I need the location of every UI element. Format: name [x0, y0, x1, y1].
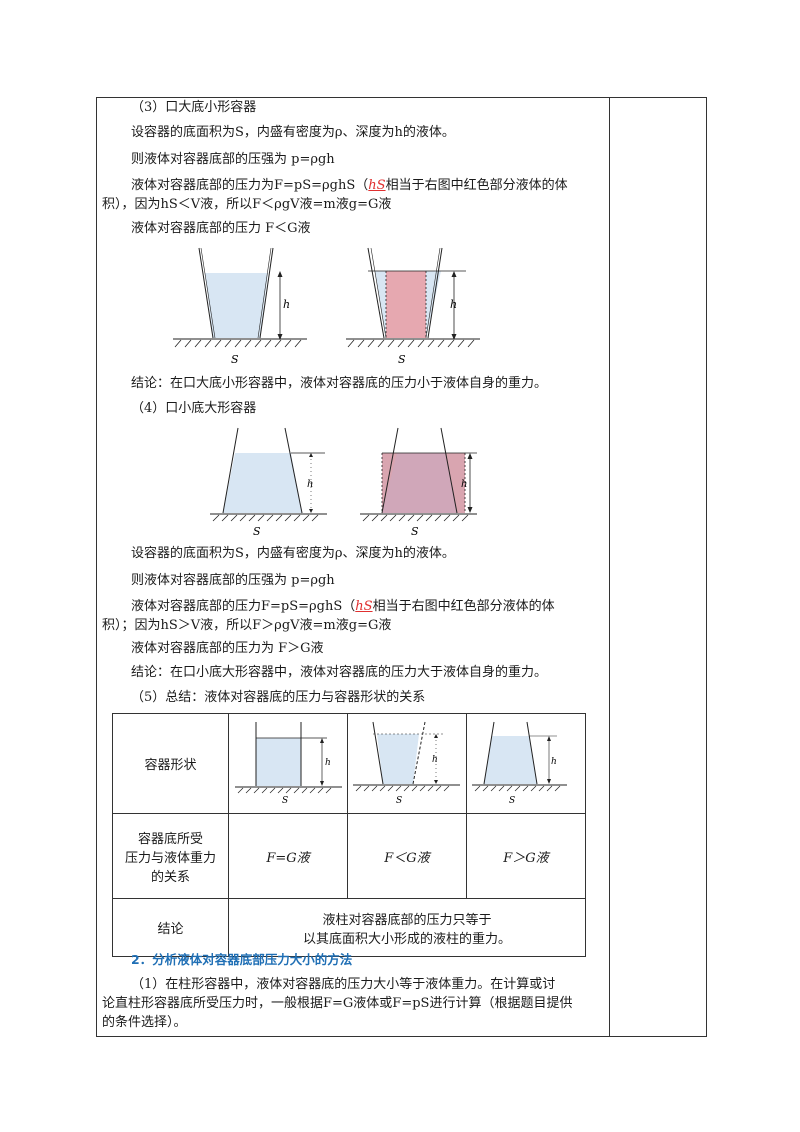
cell-relation-equal: F=G液 [228, 813, 348, 899]
sec3-line3-text: 液体对容器底部的压力为F=pS=ρghS（ [131, 178, 369, 193]
sec4-line1: 设容器的底面积为S，内盛有密度为ρ、深度为h的液体。 [131, 546, 455, 561]
row-label-line: 的关系 [151, 869, 191, 885]
part2-heading: 2．分析液体对容器底部压力大小的方法 [131, 952, 353, 967]
row-label-line: 容器底所受 [138, 831, 204, 847]
sec4-conclusion: 结论：在口小底大形容器中，液体对容器底的压力大于液体自身的重力。 [131, 665, 548, 680]
sec4-title: （4）口小底大形容器 [131, 401, 257, 416]
conclusion-line: 以其底面积大小形成的液柱的重力。 [303, 931, 512, 947]
table-row: 结论 液柱对容器底部的压力只等于 以其底面积大小形成的液柱的重力。 [111, 898, 586, 957]
base-label: S [231, 353, 239, 366]
base-label: S [509, 796, 515, 806]
container-wall-left [483, 721, 495, 785]
row-label-shape: 容器形状 [111, 713, 230, 814]
cell-shape-cylinder: h S [228, 713, 348, 814]
row-label-conclusion: 结论 [111, 898, 230, 957]
height-label: h [450, 298, 457, 311]
part2-line2: 论直柱形容器底所受压力时，一般根据F=G液体或F=pS进行计算（根据题目提供 [102, 996, 573, 1011]
table-row: 容器底所受 压力与液体重力 的关系 F=G液 F＜G液 F＞G液 [111, 813, 587, 899]
page-frame [96, 97, 707, 1037]
container-wall-right [412, 721, 426, 785]
base-label: S [282, 796, 288, 806]
ground-hatch [347, 339, 475, 348]
ground-hatch [362, 514, 469, 522]
container-wall-left [372, 721, 384, 785]
sec4-hs-red: hS [355, 599, 373, 614]
table-row: 容器形状 h S [111, 713, 587, 814]
part2-line1: （1）在柱形容器中，液体对容器底的压力大小等于液体重力。在计算或讨 [131, 977, 556, 992]
sec3-line3-text-b: 相当于右图中红色部分液体的体 [385, 178, 568, 193]
sec3-title: （3）口大底小形容器 [131, 100, 257, 115]
container-wall-right [427, 247, 443, 339]
height-label: h [307, 479, 313, 490]
figure-wide-top-small: h S [353, 721, 461, 806]
liquid-fill [205, 273, 268, 338]
figure-narrow-top-red: h S [360, 427, 477, 538]
cell-shape-wide-top: h S [347, 713, 467, 814]
sec5-title: （5）总结：液体对容器底的压力与容器形状的关系 [131, 690, 426, 705]
cell-relation-greater: F＞G液 [465, 813, 587, 899]
figure-wide-top-red: h S [346, 247, 480, 366]
liquid-fill [223, 453, 302, 513]
height-label: h [325, 758, 331, 768]
container-wall-left [367, 247, 385, 339]
height-label: h [432, 755, 438, 765]
container-wall-right [526, 721, 538, 785]
cell-relation-less: F＜G液 [347, 813, 467, 899]
column-divider [609, 97, 610, 1037]
sec4-line3-text-b: 相当于右图中红色部分液体的体 [372, 599, 555, 614]
sec3-line1: 设容器的底面积为S，内盛有密度为ρ、深度为h的液体。 [131, 125, 455, 140]
base-label: S [253, 525, 261, 538]
cell-shape-narrow-top: h S [465, 713, 587, 814]
ground-hatch [475, 785, 561, 792]
figure-narrow-top-small: h S [472, 721, 568, 806]
ground-hatch [237, 787, 331, 794]
container-wall-right [284, 427, 303, 514]
liquid-fill [484, 736, 538, 784]
red-liquid-column [386, 271, 426, 338]
sec3-conclusion: 结论：在口大底小形容器中，液体对容器底的压力小于液体自身的重力。 [131, 376, 548, 391]
ground-hatch [174, 339, 302, 348]
ground-hatch [356, 785, 450, 792]
conclusion-line: 液柱对容器底部的压力只等于 [322, 912, 492, 928]
cell-conclusion: 液柱对容器底部的压力只等于 以其底面积大小形成的液柱的重力。 [228, 898, 586, 957]
sec3-hs-red: hS [368, 178, 386, 193]
container-wall-right [259, 247, 274, 339]
sec4-line2: 则液体对容器底部的压强为 p=ρgh [131, 573, 335, 588]
container-wall-right [440, 427, 458, 514]
sec3-line3: 液体对容器底部的压力为F=pS=ρghS（hS相当于右图中红色部分液体的体 [131, 177, 568, 195]
sec4-line4: 积）；因为hS＞V液，所以F＞ρgV液=m液g=G液 [102, 618, 392, 633]
height-label: h [283, 298, 290, 311]
sec3-line2: 则液体对容器底部的压强为 p=ρgh [131, 152, 335, 167]
sec3-line4: 积），因为hS＜V液，所以F＜ρgV液=m液g=G液 [102, 197, 392, 212]
figure-straight-container: h S [234, 722, 342, 806]
base-label: S [398, 353, 406, 366]
base-label: S [411, 525, 419, 538]
sec4-line3-text: 液体对容器底部的压力F=pS=ρghS（ [131, 599, 356, 614]
liquid-fill [377, 734, 420, 784]
part2-line3: 的条件选择）。 [102, 1015, 187, 1030]
container-wall-left [381, 427, 399, 514]
sec4-line3: 液体对容器底部的压力F=pS=ρghS（hS相当于右图中红色部分液体的体 [131, 598, 555, 616]
container-wall-left [222, 427, 239, 514]
sec3-line5: 液体对容器底部的压力 F＜G液 [131, 221, 311, 236]
height-label: h [461, 479, 467, 490]
row-label-relation: 容器底所受 压力与液体重力 的关系 [111, 813, 230, 899]
sec4-line5: 液体对容器底部的压力为 F＞G液 [131, 641, 324, 656]
base-label: S [396, 796, 402, 806]
ground-hatch [212, 514, 319, 522]
summary-table: 容器形状 h S [111, 713, 587, 957]
container-wall-left [198, 247, 214, 339]
liquid-fill [255, 738, 301, 786]
height-label: h [551, 757, 557, 767]
figure-wide-top-container: h S [173, 247, 307, 366]
figure-narrow-top-container: h S [210, 427, 327, 538]
row-label-line: 压力与液体重力 [125, 850, 217, 866]
